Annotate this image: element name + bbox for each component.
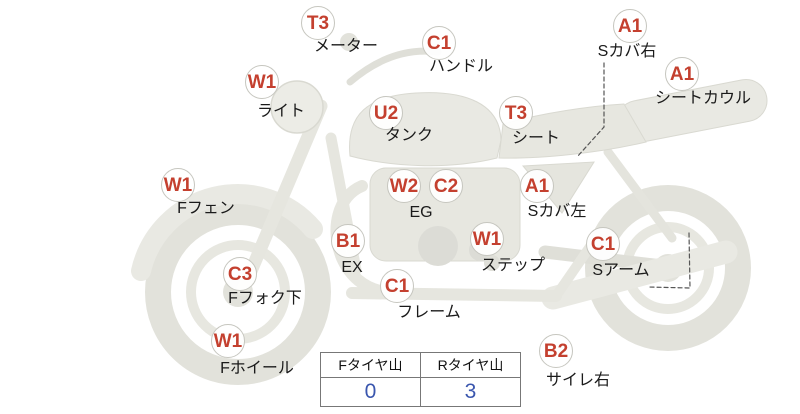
front-tire-value: 0: [320, 377, 421, 407]
code-badge-seat: T3: [499, 96, 533, 130]
rear-wheel-tire: [585, 185, 751, 351]
seat: [498, 103, 647, 159]
front-wheel-tire: [145, 199, 331, 385]
part-name-fork-lower: Fフォク下: [228, 290, 302, 307]
part-name-seat-cowl: シートカウル: [654, 90, 752, 107]
code-badge-engine-2: C2: [429, 169, 463, 203]
exhaust-pipe: [330, 180, 390, 298]
front-fender: [131, 184, 323, 281]
part-name-exhaust: EX: [341, 259, 363, 276]
headlight: [270, 80, 324, 134]
code-badge-front-fender: W1: [161, 168, 195, 202]
part-name-seat: シート: [511, 130, 561, 147]
code-badge-front-wheel: W1: [211, 324, 245, 358]
part-name-front-fender: Fフェン: [177, 200, 235, 217]
part-name-side-cover-left: Sカバ左: [527, 203, 587, 220]
part-name-step: ステップ: [480, 257, 546, 274]
code-badge-tank: U2: [369, 96, 403, 130]
code-badge-exhaust: B1: [331, 224, 365, 258]
code-badge-fork-lower: C3: [223, 257, 257, 291]
engine-case: [418, 226, 458, 266]
front-tire-header: Fタイヤ山: [320, 352, 421, 378]
code-badge-frame: C1: [380, 269, 414, 303]
part-name-silencer-right: サイレ右: [545, 372, 611, 389]
handlebar: [346, 47, 442, 86]
code-badge-side-cover-right: A1: [613, 9, 647, 43]
step-peg: [484, 255, 500, 271]
rear-tire-value: 3: [420, 377, 521, 407]
leader-line-silencer: [647, 232, 691, 289]
part-name-tank: タンク: [384, 127, 434, 144]
leader-line-side-cover-right: [576, 62, 605, 158]
part-name-front-wheel: Fホイール: [220, 360, 294, 377]
code-badge-step: W1: [470, 222, 504, 256]
rear-tire-header: Rタイヤ山: [420, 352, 521, 378]
code-badge-side-cover-left: A1: [520, 169, 554, 203]
part-name-handlebar: ハンドル: [428, 58, 494, 75]
code-badge-headlight: W1: [245, 65, 279, 99]
code-badge-silencer-right: B2: [539, 334, 573, 368]
tire-tread-table: Fタイヤ山 Rタイヤ山 0 3: [320, 352, 521, 407]
part-name-headlight: ライト: [256, 103, 306, 120]
code-badge-seat-cowl: A1: [665, 57, 699, 91]
part-name-meter: メーター: [313, 38, 379, 55]
front-fork: [236, 99, 328, 297]
code-badge-meter: T3: [301, 6, 335, 40]
code-badge-engine-1: W2: [387, 169, 421, 203]
muffler: [541, 240, 738, 310]
part-name-frame: フレーム: [397, 304, 461, 321]
part-name-swingarm: Sアーム: [592, 262, 650, 279]
part-name-side-cover-right: Sカバ右: [597, 43, 657, 60]
code-badge-swingarm: C1: [586, 227, 620, 261]
subframe: [603, 147, 677, 243]
meter: [340, 33, 358, 51]
part-name-engine: EG: [409, 204, 433, 221]
code-badge-handlebar: C1: [422, 26, 456, 60]
